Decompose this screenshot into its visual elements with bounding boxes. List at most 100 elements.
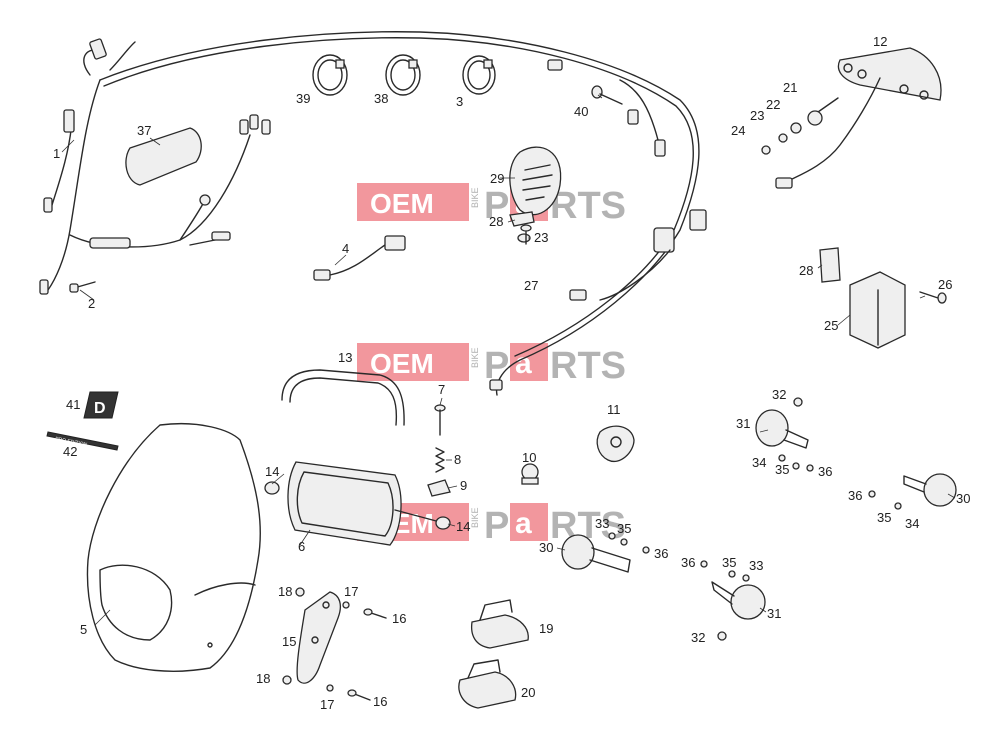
part-42-sticker: PRO EDITION	[46, 431, 119, 451]
watermark-rts: RTS	[550, 345, 626, 387]
part-25-regulator	[849, 271, 906, 349]
part-31-signal-upper	[755, 409, 809, 449]
callout-35-d: 35	[722, 555, 736, 570]
callout-20: 20	[521, 685, 535, 700]
wiring-harness	[39, 31, 707, 396]
callout-27: 27	[524, 278, 538, 293]
callout-32-upper: 32	[772, 387, 786, 402]
callout-35-b: 35	[877, 510, 891, 525]
callout-31-upper: 31	[736, 416, 750, 431]
callout-3: 3	[456, 94, 463, 109]
part-30-signal-right	[903, 473, 957, 507]
callout-2: 2	[88, 296, 95, 311]
callout-labels: 1 2 3 4 5 6 7 8 9 10 11 12 13 14 14 15 1…	[53, 34, 970, 712]
watermark-middle: OEM BIKE P a RTS	[357, 343, 626, 387]
callout-35-c: 35	[617, 521, 631, 536]
callout-13: 13	[338, 350, 352, 365]
part-18-nuts	[282, 587, 305, 685]
part-21-24-fasteners	[761, 97, 839, 155]
part-26-screw	[919, 291, 947, 304]
watermark-a: a	[515, 347, 532, 380]
callout-36-b: 36	[848, 488, 862, 503]
watermark-p: P	[484, 185, 509, 227]
callout-12: 12	[873, 34, 887, 49]
part-14-grommet-left	[264, 481, 280, 495]
callout-22: 22	[766, 97, 780, 112]
callout-18-lower: 18	[256, 671, 270, 686]
part-31-signal-lower	[711, 581, 766, 620]
watermark-bike-text: BIKE	[470, 187, 480, 208]
callout-37: 37	[137, 123, 151, 138]
callout-41: 41	[66, 397, 80, 412]
callout-25: 25	[824, 318, 838, 333]
part-14-grommet-right	[435, 516, 451, 530]
callout-17-upper: 17	[344, 584, 358, 599]
callout-26: 26	[938, 277, 952, 292]
callout-11: 11	[607, 402, 621, 417]
part-40-screw	[591, 85, 623, 105]
small-hardware	[608, 397, 902, 641]
part-20-holder	[458, 659, 517, 709]
part-17-washers	[326, 601, 350, 692]
callout-16-lower: 16	[373, 694, 387, 709]
part-12-tail-light	[775, 47, 942, 189]
callout-9: 9	[460, 478, 467, 493]
callout-19: 19	[539, 621, 553, 636]
watermark-rts: RTS	[550, 185, 626, 227]
part-28-bracket	[509, 211, 535, 227]
callout-33-left: 33	[595, 516, 609, 531]
callout-35-a: 35	[775, 462, 789, 477]
callout-36-d: 36	[681, 555, 695, 570]
part-15-bracket	[296, 591, 341, 684]
callout-17-lower: 17	[320, 697, 334, 712]
callout-36-a: 36	[818, 464, 832, 479]
decal-letter: D	[94, 400, 106, 417]
watermark-bike-text: BIKE	[470, 507, 480, 528]
part-13-frame	[281, 369, 405, 426]
part-27-bolt	[520, 224, 532, 245]
callout-23-upper: 23	[750, 108, 764, 123]
watermark-p: P	[484, 505, 509, 547]
part-19-holder	[470, 599, 529, 649]
callout-24: 24	[731, 123, 745, 138]
part-28-clip	[819, 247, 841, 283]
part-8-spring	[435, 447, 445, 473]
callout-18-upper: 18	[278, 584, 292, 599]
watermark-oem-text: OEM	[370, 348, 434, 379]
callout-30-center: 30	[539, 540, 553, 555]
callout-14-right: 14	[456, 519, 470, 534]
callout-32-lower: 32	[691, 630, 705, 645]
part-41-decal: D	[83, 391, 119, 419]
part-9-nut	[427, 479, 451, 497]
part-37-cone	[125, 127, 202, 186]
part-3-clamp	[462, 55, 496, 95]
callout-28-left: 28	[489, 214, 503, 229]
callout-39: 39	[296, 91, 310, 106]
watermark-a: a	[515, 507, 532, 540]
callout-14-left: 14	[265, 464, 279, 479]
part-29-horn	[509, 146, 562, 216]
part-10-bulb	[521, 463, 539, 485]
callout-8: 8	[454, 452, 461, 467]
callout-36-c: 36	[654, 546, 668, 561]
part-4-cable	[313, 235, 406, 281]
callout-38: 38	[374, 91, 388, 106]
callout-28-right: 28	[799, 263, 813, 278]
callout-10: 10	[522, 450, 536, 465]
part-16-screw-lower	[347, 689, 371, 701]
callout-34-lower: 34	[905, 516, 919, 531]
callout-40: 40	[574, 104, 588, 119]
watermark-bike-text: BIKE	[470, 347, 480, 368]
part-11-socket	[596, 425, 635, 463]
callout-31-lower: 31	[767, 606, 781, 621]
part-30-signal-center	[561, 534, 631, 573]
callout-7: 7	[438, 382, 445, 397]
part-16-screw-upper	[363, 608, 387, 619]
callout-5: 5	[80, 622, 87, 637]
part-7-screw	[434, 404, 446, 436]
callout-42: 42	[63, 444, 77, 459]
callout-16-upper: 16	[392, 611, 406, 626]
callout-23-lower: 23	[534, 230, 548, 245]
watermark-oem-text: OEM	[370, 188, 434, 219]
